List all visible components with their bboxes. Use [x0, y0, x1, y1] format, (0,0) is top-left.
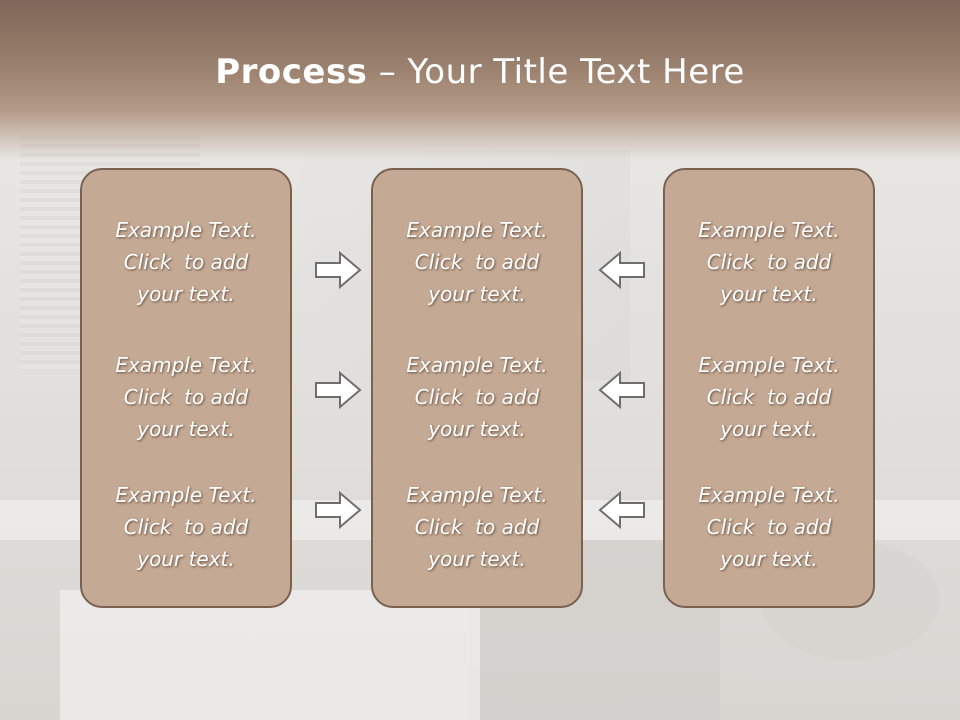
text-line: Click to add — [414, 515, 540, 539]
text-line: Example Text. — [698, 218, 840, 242]
text-line: Example Text. — [698, 353, 840, 377]
text-line: your text. — [137, 417, 235, 441]
text-line: Click to add — [414, 250, 540, 274]
text-line: Click to add — [123, 385, 249, 409]
bathtub — [60, 590, 480, 720]
text-block[interactable]: Example Text. Click to add your text. — [665, 214, 873, 310]
text-line: Example Text. — [406, 218, 548, 242]
arrow-right-icon — [315, 250, 362, 290]
text-block[interactable]: Example Text. Click to add your text. — [373, 349, 581, 445]
text-line: your text. — [137, 547, 235, 571]
text-line: Click to add — [706, 250, 832, 274]
text-block[interactable]: Example Text. Click to add your text. — [665, 479, 873, 575]
text-line: your text. — [428, 417, 526, 441]
text-line: Example Text. — [115, 218, 257, 242]
title-bold: Process — [215, 52, 368, 92]
text-line: Example Text. — [115, 483, 257, 507]
text-line: your text. — [137, 282, 235, 306]
process-panel-center[interactable]: Example Text. Click to add your text. Ex… — [371, 168, 583, 608]
text-block[interactable]: Example Text. Click to add your text. — [665, 349, 873, 445]
text-line: Example Text. — [406, 483, 548, 507]
text-line: Click to add — [706, 515, 832, 539]
text-block[interactable]: Example Text. Click to add your text. — [82, 349, 290, 445]
text-line: your text. — [720, 417, 818, 441]
text-line: Example Text. — [115, 353, 257, 377]
text-line: your text. — [720, 282, 818, 306]
text-line: Example Text. — [698, 483, 840, 507]
text-block[interactable]: Example Text. Click to add your text. — [82, 479, 290, 575]
title-bar — [0, 0, 960, 160]
text-line: your text. — [428, 547, 526, 571]
process-panel-left[interactable]: Example Text. Click to add your text. Ex… — [80, 168, 292, 608]
text-line: Click to add — [123, 250, 249, 274]
text-line: your text. — [720, 547, 818, 571]
text-line: Click to add — [706, 385, 832, 409]
slide-title[interactable]: Process – Your Title Text Here — [0, 52, 960, 92]
text-line: Example Text. — [406, 353, 548, 377]
text-block[interactable]: Example Text. Click to add your text. — [373, 214, 581, 310]
arrow-right-icon — [315, 370, 362, 410]
text-line: Click to add — [123, 515, 249, 539]
text-line: Click to add — [414, 385, 540, 409]
arrow-left-icon — [598, 490, 645, 530]
text-block[interactable]: Example Text. Click to add your text. — [82, 214, 290, 310]
text-line: your text. — [428, 282, 526, 306]
arrow-left-icon — [598, 370, 645, 410]
arrow-right-icon — [315, 490, 362, 530]
title-rest: – Your Title Text Here — [367, 52, 745, 92]
arrow-left-icon — [598, 250, 645, 290]
process-panel-right[interactable]: Example Text. Click to add your text. Ex… — [663, 168, 875, 608]
text-block[interactable]: Example Text. Click to add your text. — [373, 479, 581, 575]
